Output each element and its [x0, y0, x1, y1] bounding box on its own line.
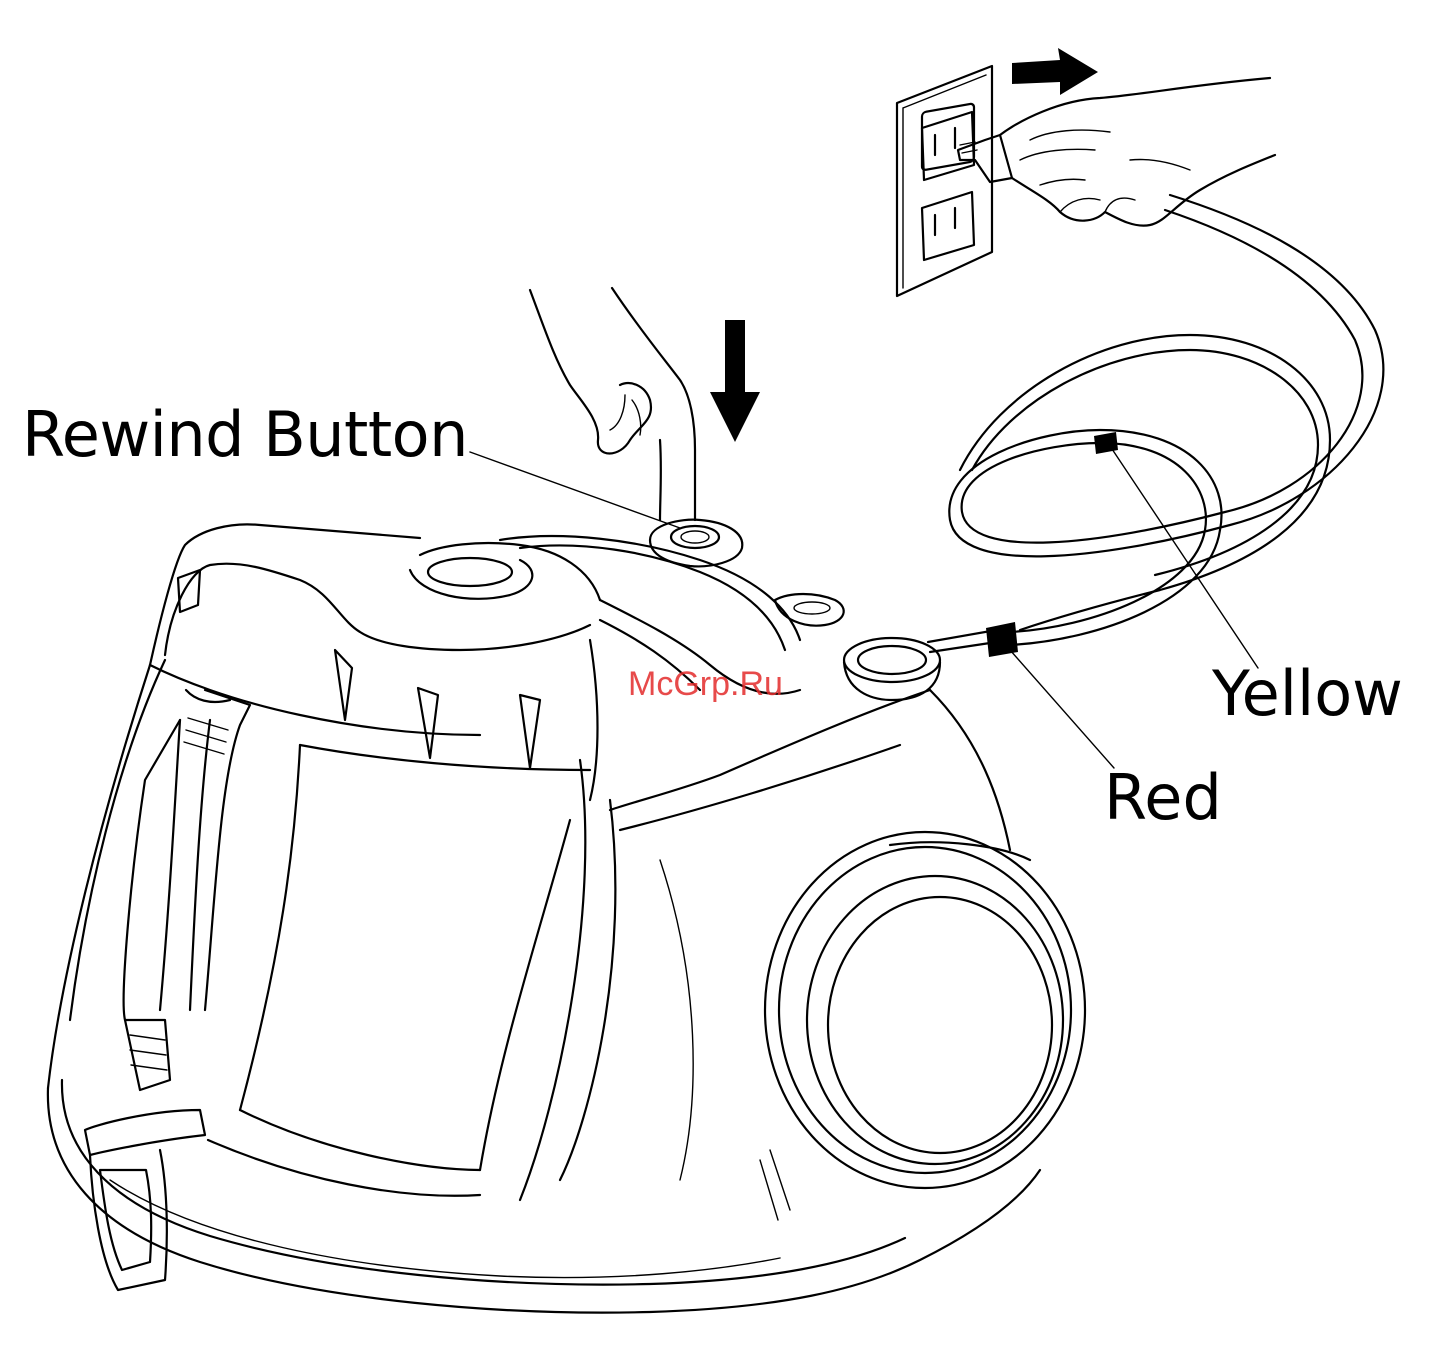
wall-outlet	[897, 66, 992, 296]
red-cord-marker	[986, 622, 1018, 657]
plug	[958, 135, 1012, 182]
rewind-button-label: Rewind Button	[22, 404, 468, 466]
yellow-marker-label: Yellow	[1212, 663, 1403, 725]
leader-lines	[470, 446, 1258, 768]
press-arrow-icon	[710, 320, 760, 442]
power-cord	[928, 195, 1383, 652]
press-hand	[530, 288, 695, 520]
yellow-cord-marker	[1094, 432, 1118, 454]
vacuum-body	[48, 520, 1085, 1313]
wheel	[765, 832, 1085, 1188]
red-marker-label: Red	[1104, 767, 1222, 829]
unplug-hand	[1000, 78, 1275, 226]
pull-arrow-icon	[1012, 48, 1098, 95]
watermark: McGrp.Ru	[628, 665, 783, 704]
